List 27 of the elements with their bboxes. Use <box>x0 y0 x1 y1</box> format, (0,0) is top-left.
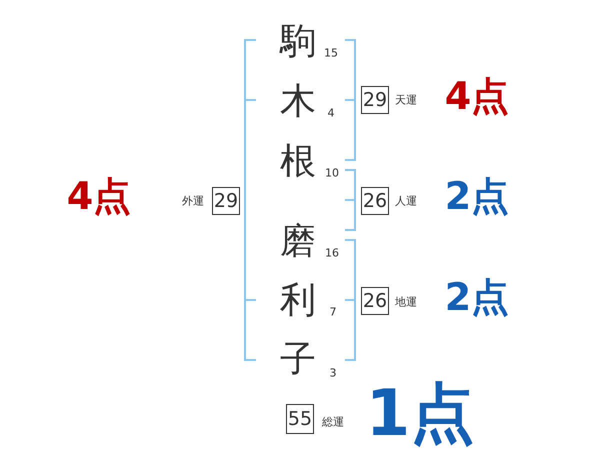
score-label: 4点 <box>444 77 510 115</box>
score-label: 1点 <box>366 382 474 446</box>
name-character: 子 <box>280 342 316 378</box>
stroke-count: 3 <box>330 368 336 378</box>
stroke-count: 7 <box>330 306 336 318</box>
name-character: 駒 <box>280 24 316 60</box>
total-box: 29 <box>212 187 240 215</box>
name-character: 利 <box>280 283 316 319</box>
total-box: 55 <box>286 404 314 434</box>
stroke-count: 4 <box>328 108 334 118</box>
total-box: 29 <box>361 86 389 114</box>
fortune-label: 天運 <box>395 94 417 106</box>
fortune-label: 人運 <box>395 196 417 206</box>
score-label: 2点 <box>444 278 510 316</box>
total-box: 26 <box>361 187 389 215</box>
stroke-count: 15 <box>324 48 338 58</box>
stroke-count: 16 <box>325 248 339 258</box>
score-label: 2点 <box>444 177 510 215</box>
name-character: 磨 <box>280 224 316 260</box>
name-character: 木 <box>280 84 316 120</box>
fortune-label: 総運 <box>322 416 344 428</box>
score-label: 4点 <box>66 177 132 215</box>
fortune-label: 外運 <box>182 196 204 206</box>
fortune-label: 地運 <box>395 296 417 308</box>
stroke-count: 10 <box>325 168 339 178</box>
name-character: 根 <box>280 144 316 180</box>
total-box: 26 <box>361 287 389 315</box>
